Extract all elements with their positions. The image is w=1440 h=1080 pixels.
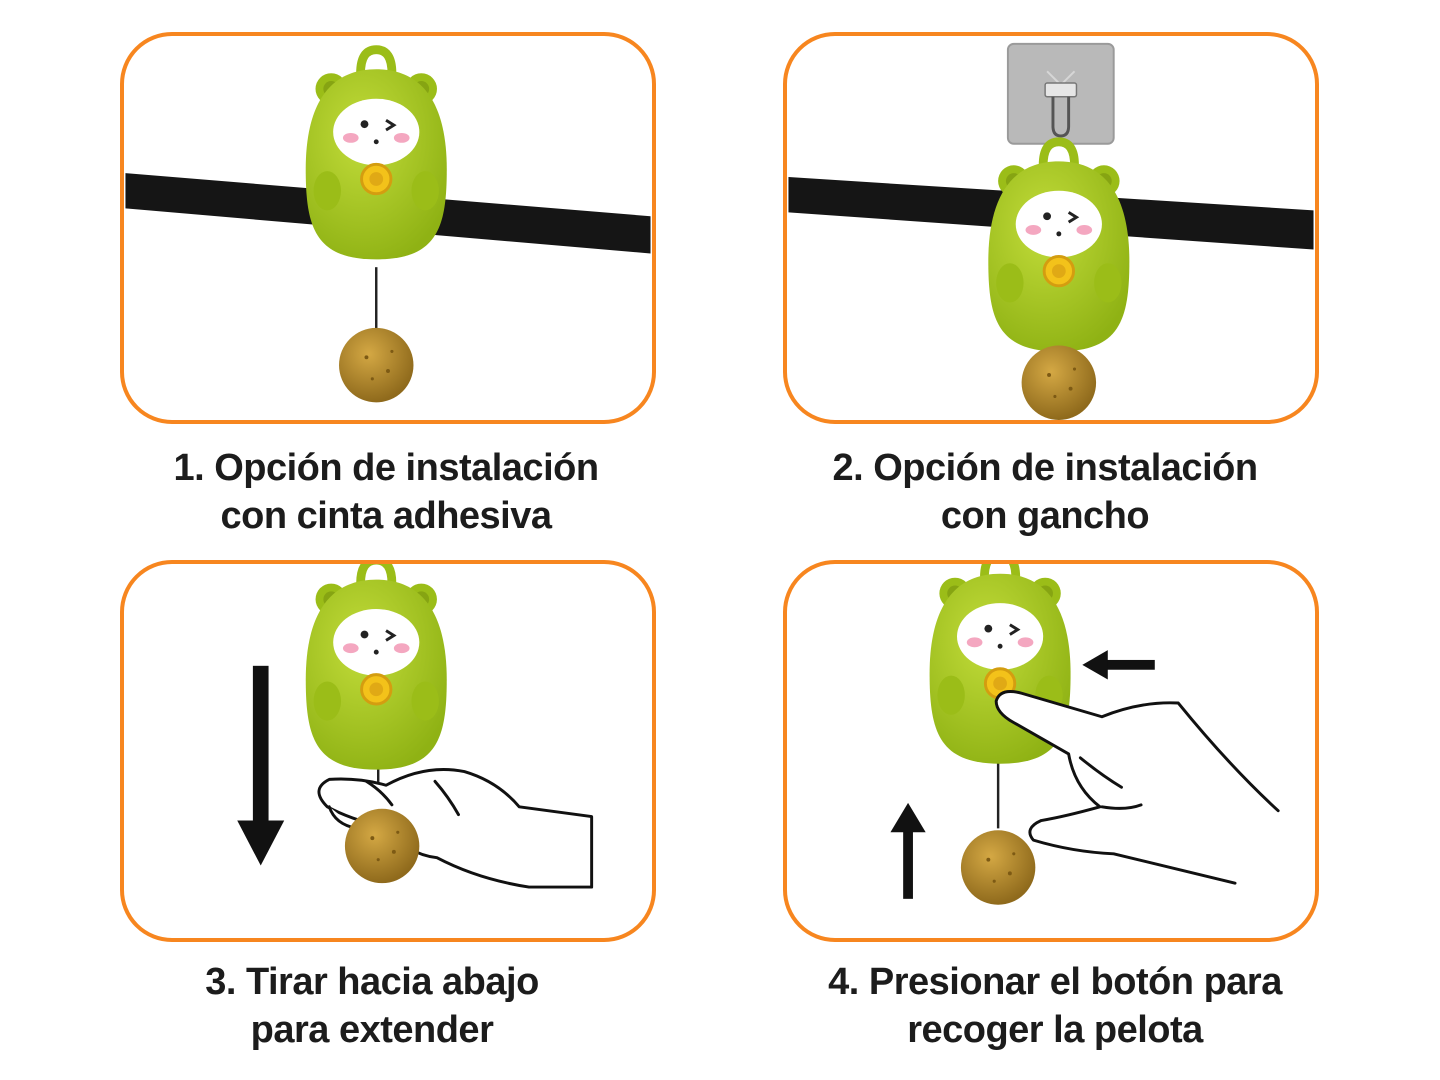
step-4-illustration (890, 564, 1280, 905)
pointing-hand-icon (994, 690, 1280, 885)
step-1-caption: 1. Opción de instalación con cinta adhes… (86, 444, 686, 540)
step-4-caption: 4. Presionar el botón para recoger la pe… (755, 958, 1355, 1054)
ball-icon (344, 808, 420, 884)
step-4-caption-line-1: 4. Presionar el botón para (828, 961, 1282, 1003)
step-3-caption-line-2: para extender (250, 1009, 494, 1051)
step-3-panel (120, 560, 656, 942)
hand-icon (317, 768, 594, 889)
step-4-caption-line-2: recoger la pelota (907, 1009, 1203, 1051)
step-2-caption: 2. Opción de instalación con gancho (745, 444, 1345, 540)
step-2-caption-line-2: con gancho (940, 495, 1150, 537)
step-1-panel (120, 32, 656, 424)
step-2-caption-line-1: 2. Opción de instalación (832, 447, 1258, 489)
step-3-caption: 3. Tirar hacia abajo para extender (72, 958, 672, 1054)
toy-icon (306, 50, 447, 260)
step-2-illustration (788, 42, 1314, 420)
step-3-caption-line-1: 3. Tirar hacia abajo (205, 961, 539, 1003)
step-4-panel (783, 560, 1319, 942)
left-arrow-icon (1082, 650, 1155, 680)
toy-icon (988, 142, 1129, 352)
step-1-caption-line-1: 1. Opción de instalación (173, 447, 599, 489)
step-1-caption-line-2: con cinta adhesiva (220, 495, 552, 537)
step-1-illustration (125, 36, 651, 403)
down-arrow-icon (237, 665, 285, 866)
step-2-panel (783, 32, 1319, 424)
step-3-illustration (237, 564, 594, 889)
ball-icon (339, 327, 414, 403)
toy-icon (306, 564, 447, 770)
ball-icon (960, 830, 1036, 905)
wall-hook-icon (1006, 42, 1115, 145)
ball-icon (1021, 345, 1097, 420)
up-arrow-icon (890, 802, 926, 899)
